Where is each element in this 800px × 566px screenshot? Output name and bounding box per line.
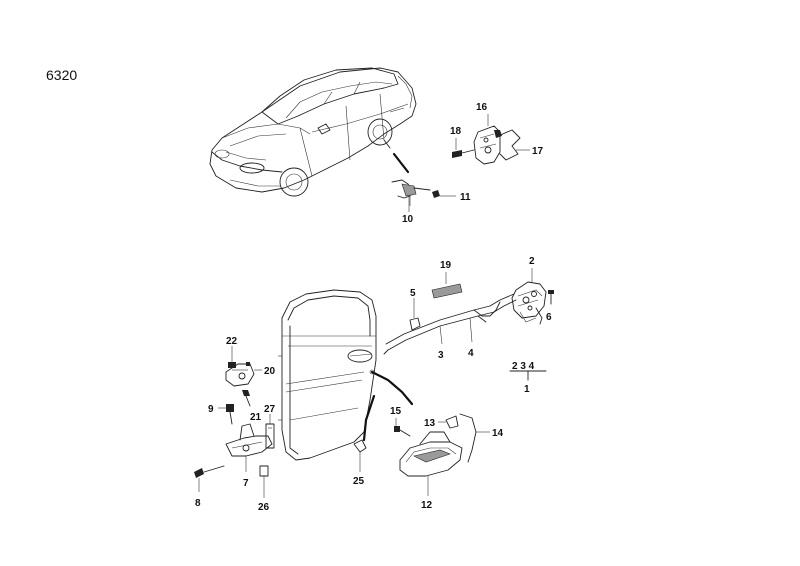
- part-13-clip: [438, 415, 459, 429]
- callout-22: 22: [226, 336, 238, 347]
- callout-6: 6: [546, 312, 552, 323]
- callout-15: 15: [390, 406, 402, 417]
- part-18-bolt: [452, 138, 475, 158]
- callout-5: 5: [410, 288, 416, 299]
- part-9-bolt: [218, 404, 234, 425]
- part-20-upper-hinge: [225, 362, 262, 387]
- part-15-screw: [394, 418, 411, 437]
- callout-26: 26: [258, 502, 270, 513]
- callout-20: 20: [264, 366, 276, 377]
- callout-10: 10: [402, 214, 414, 225]
- part-12-outer-handle: [399, 431, 463, 496]
- callout-9: 9: [208, 404, 214, 415]
- callout-17: 17: [532, 146, 544, 157]
- callout-18: 18: [450, 126, 462, 137]
- callout-25: 25: [353, 476, 365, 487]
- callout-14: 14: [492, 428, 504, 439]
- diagram-code: 6320: [46, 67, 77, 83]
- part-6-screw: [548, 290, 554, 305]
- part-11-bolt: [432, 190, 456, 198]
- part-26-clip: [259, 465, 269, 498]
- callout-2: 2: [529, 256, 535, 267]
- callout-7: 7: [243, 478, 249, 489]
- part-22-bolt: [228, 346, 236, 368]
- callout-labels: 16 18 17 11 10 19 2 5 6 3 4 2 3 4 1 22 2…: [195, 102, 552, 513]
- callout-4: 4: [468, 348, 474, 359]
- part-25-bumper: [353, 439, 367, 472]
- callout-11: 11: [460, 192, 471, 203]
- part-3-4-rods: [383, 293, 517, 355]
- group-bracket: [509, 370, 547, 381]
- part-19-pad: [431, 272, 463, 299]
- callout-group-234: 2 3 4: [512, 361, 535, 372]
- callout-16: 16: [476, 102, 488, 113]
- callout-13: 13: [424, 418, 436, 429]
- callout-21: 21: [250, 412, 262, 423]
- part-2-door-lock: [511, 268, 547, 325]
- part-7-lower-hinge: [225, 423, 273, 472]
- part-8-bolt: [194, 465, 225, 492]
- callout-3: 3: [438, 350, 444, 361]
- car-illustration: [209, 67, 417, 197]
- callout-19: 19: [440, 260, 452, 271]
- part-21-bolt: [242, 390, 251, 407]
- part-14-rod: [459, 413, 490, 463]
- part-16-hinge: [473, 114, 502, 165]
- part-27-bracket: [265, 414, 275, 449]
- part-17-plate: [497, 129, 530, 161]
- door-illustration: [278, 289, 414, 461]
- part-5-clip: [409, 298, 421, 331]
- callout-8: 8: [195, 498, 201, 509]
- callout-1: 1: [524, 384, 530, 395]
- part-10-striker: [391, 179, 431, 212]
- callout-27: 27: [264, 404, 276, 415]
- callout-12: 12: [421, 500, 433, 511]
